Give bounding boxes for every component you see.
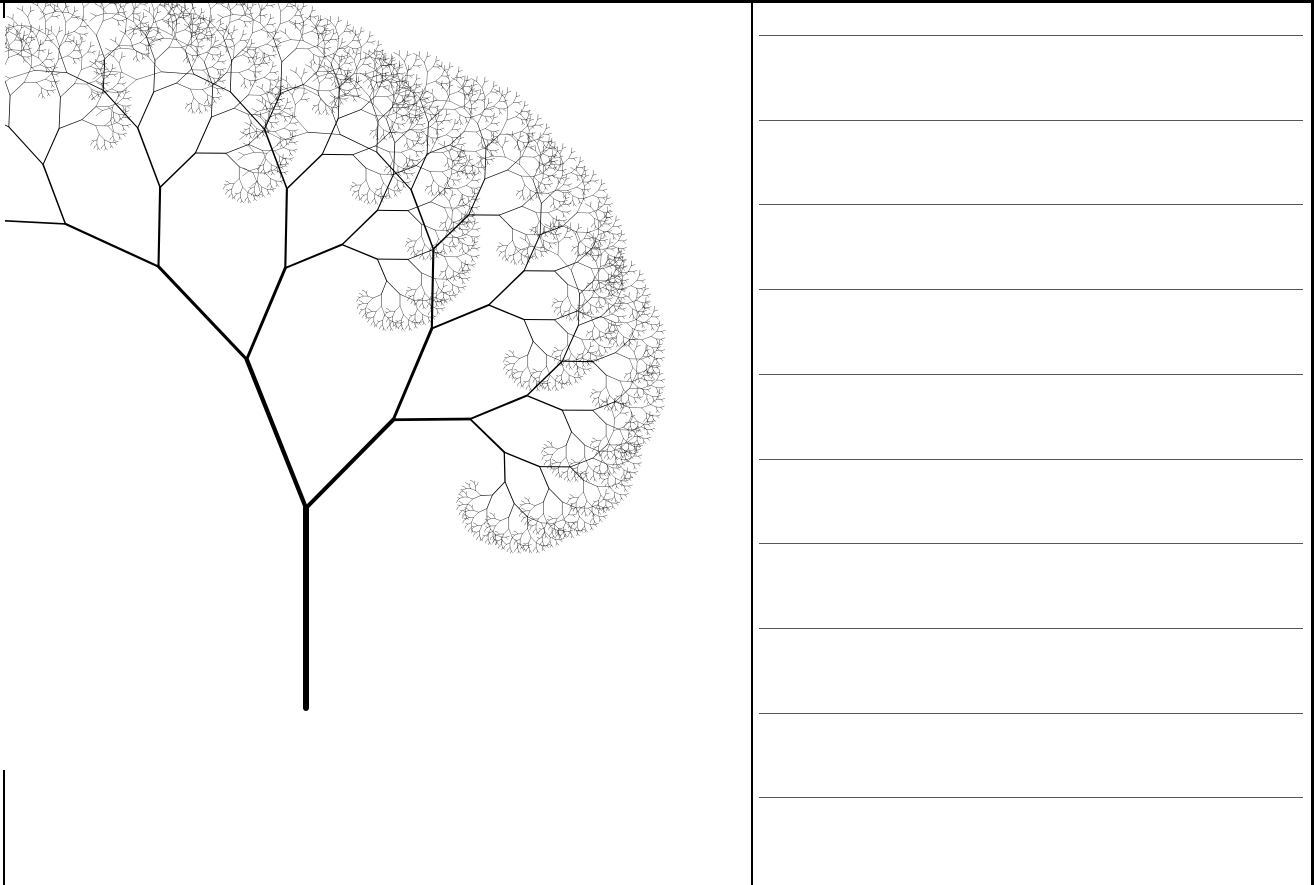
writing-line [759,35,1303,36]
writing-line [759,120,1303,121]
writing-line [759,543,1303,544]
fractal-tree-drawing [5,3,751,885]
writing-lines-panel [753,3,1311,885]
writing-line [759,713,1303,714]
writing-line [759,289,1303,290]
writing-line [759,459,1303,460]
writing-line [759,628,1303,629]
writing-line [759,204,1303,205]
fractal-tree-image [5,3,751,885]
writing-line [759,797,1303,798]
writing-line [759,374,1303,375]
tree-branches [5,3,665,708]
